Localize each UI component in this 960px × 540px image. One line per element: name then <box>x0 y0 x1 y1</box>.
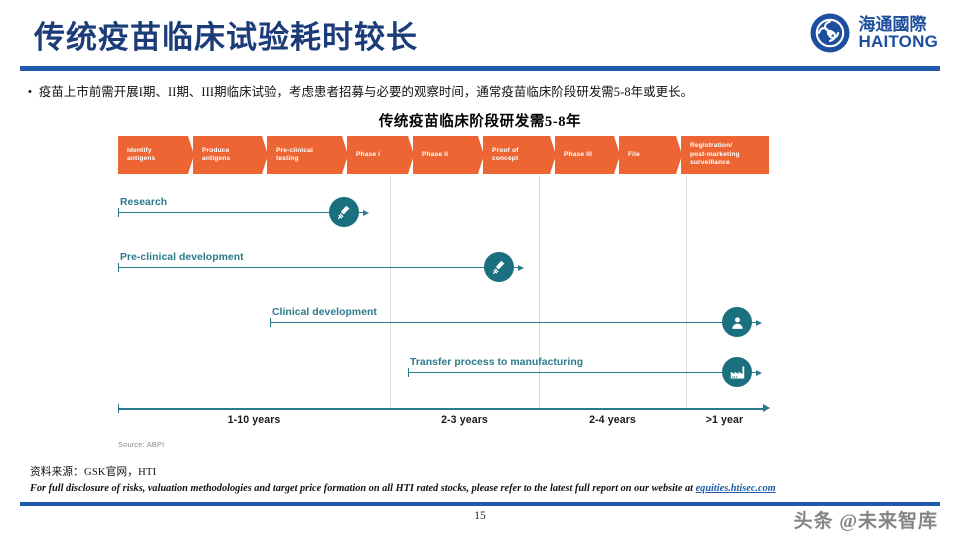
task-row: Transfer process to manufacturing <box>408 347 782 387</box>
brand-logo: 海通國際 HAITONG <box>809 12 938 54</box>
task-row: Clinical development <box>270 297 782 337</box>
task-arrow-icon <box>363 210 369 216</box>
chart-source-note: Source: ABPI <box>118 440 165 449</box>
axis-tick <box>539 382 540 408</box>
footer-divider <box>20 502 940 506</box>
stage-chevron-label: Phase I <box>356 150 381 158</box>
syringe-icon <box>484 252 514 282</box>
task-row: Pre-clinical development <box>118 242 544 282</box>
stage-chevron: File <box>619 136 681 174</box>
factory-icon <box>722 357 752 387</box>
bullet-item: • 疫苗上市前需开展I期、II期、III期临床试验，考虑患者招募与必要的观察时间… <box>28 84 938 101</box>
task-row: Research <box>118 187 389 227</box>
bullet-marker: • <box>28 86 32 98</box>
disclaimer-body: For full disclosure of risks, valuation … <box>30 483 696 494</box>
task-arrow-tail <box>752 321 758 323</box>
task-arrow-tail <box>359 211 365 213</box>
stage-chevron: Phase I <box>347 136 413 174</box>
task-arrow-icon <box>756 370 762 376</box>
logo-text-en: HAITONG <box>858 32 938 51</box>
timeline-label: >1 year <box>705 414 744 426</box>
task-label: Research <box>120 197 168 208</box>
task-arrow-icon <box>518 265 524 271</box>
person-icon <box>722 307 752 337</box>
disclaimer-link[interactable]: equities.htisec.com <box>695 483 776 494</box>
syringe-icon <box>329 197 359 227</box>
task-duration-line <box>408 371 736 373</box>
stage-chevron-label: File <box>628 150 640 158</box>
stage-chevron-label: Phase III <box>564 150 593 158</box>
page-title: 传统疫苗临床试验耗时较长 <box>34 20 418 55</box>
stage-chevron-label: Phase II <box>422 150 449 158</box>
task-duration-line <box>118 266 498 268</box>
axis-tick <box>686 382 687 408</box>
timeline-axis-arrow-icon <box>763 404 770 412</box>
chart-title: 传统疫苗临床阶段研发需5-8年 <box>378 114 582 130</box>
chart-gridline <box>390 176 391 388</box>
page-number: 15 <box>474 510 486 522</box>
task-arrow-tail <box>752 371 758 373</box>
task-label: Clinical development <box>272 307 377 318</box>
task-label: Pre-clinical development <box>120 252 244 263</box>
haitong-logo-icon <box>809 12 851 54</box>
stage-chevron: Phase II <box>413 136 483 174</box>
logo-text-cn: 海通國際 <box>858 14 927 34</box>
timeline-axis <box>118 408 763 410</box>
timeline-label: 1-10 years <box>227 414 281 426</box>
header-divider <box>20 66 940 71</box>
watermark: 头条 @未来智库 <box>793 511 938 532</box>
task-label: Transfer process to manufacturing <box>410 357 584 368</box>
stage-chevron: Phase III <box>555 136 619 174</box>
axis-tick <box>390 382 391 408</box>
disclaimer-text: For full disclosure of risks, valuation … <box>30 483 935 494</box>
timeline-label: 2-4 years <box>589 414 636 426</box>
timeline-axis-start-cap <box>118 404 120 413</box>
task-duration-line <box>118 211 343 213</box>
chart-gridline <box>539 176 540 388</box>
task-duration-line <box>270 321 736 323</box>
chart-gridline <box>686 176 687 388</box>
bullet-text: 疫苗上市前需开展I期、II期、III期临床试验，考虑患者招募与必要的观察时间，通… <box>38 85 694 99</box>
task-arrow-tail <box>514 266 520 268</box>
source-note: 资料来源：GSK官网，HTI <box>30 467 157 478</box>
timeline-label: 2-3 years <box>441 414 488 426</box>
task-arrow-icon <box>756 320 762 326</box>
